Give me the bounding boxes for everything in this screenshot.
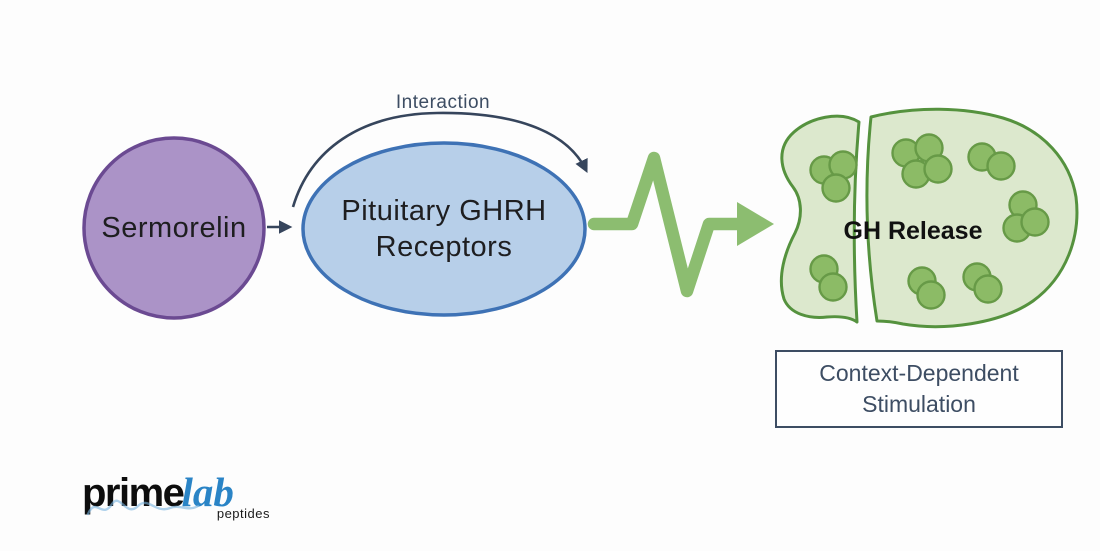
vesicle (986, 151, 1016, 181)
vesicle (1020, 207, 1050, 237)
primelab-logo: prime lab peptides (82, 469, 272, 522)
context-box-label: Context-Dependent Stimulation (819, 360, 1019, 417)
receptors-node-ellipse (301, 141, 587, 317)
vesicle (821, 173, 851, 203)
interaction-arrow-icon (291, 111, 588, 208)
vesicle (818, 272, 848, 302)
logo-prime-text: prime (82, 471, 185, 515)
sermorelin-node-circle (82, 136, 266, 320)
pulse-arrow-head (737, 202, 774, 246)
pulse-arrow-icon (587, 151, 774, 298)
vesicle (923, 154, 953, 184)
logo-wordmark: prime lab (82, 469, 272, 516)
vesicle (973, 274, 1003, 304)
vesicle (916, 280, 946, 310)
context-dependent-stimulation-box: Context-Dependent Stimulation (775, 350, 1063, 428)
sermorelin-label: Sermorelin (101, 212, 247, 244)
logo-tagline: peptides (216, 506, 270, 521)
pulse-arrow-line (587, 151, 745, 298)
cell-icon (779, 107, 1079, 329)
logo-lab-text: lab (181, 469, 234, 515)
gh-release-label: GH Release (843, 217, 983, 245)
interaction-label: Interaction (395, 92, 491, 113)
receptors-label: Pituitary GHRH Receptors (341, 195, 547, 263)
vesicle-clusters (809, 133, 1050, 310)
